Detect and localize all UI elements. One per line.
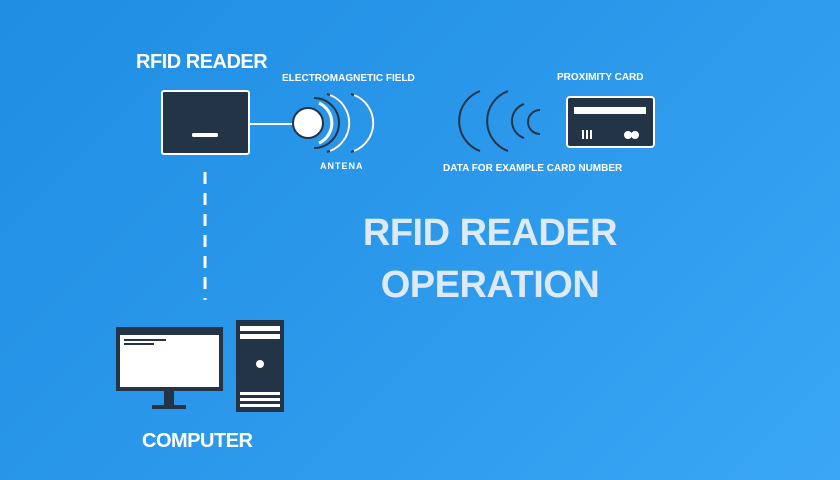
- antenna-icon: [292, 107, 324, 139]
- proximity-card-icon: [566, 96, 655, 148]
- data-label: DATA FOR EXAMPLE CARD NUMBER: [443, 163, 623, 174]
- computer-label: COMPUTER: [142, 430, 253, 452]
- rfid-reader-icon: [161, 90, 250, 155]
- electromagnetic-field-label: ELECTROMAGNETIC FIELD: [282, 73, 415, 84]
- headline-line-2: OPERATION: [380, 264, 600, 306]
- headline-line-1: RFID READER: [362, 212, 618, 254]
- antenna-label: ANTENA: [320, 161, 364, 171]
- monitor-icon: [116, 327, 223, 409]
- electromagnetic-field-waves: [313, 93, 375, 153]
- computer-tower-icon: [236, 320, 284, 412]
- signal-waves-icon: [458, 90, 541, 152]
- rfid-reader-label: RFID READER: [136, 51, 268, 73]
- proximity-card-label: PROXIMITY CARD: [557, 72, 644, 83]
